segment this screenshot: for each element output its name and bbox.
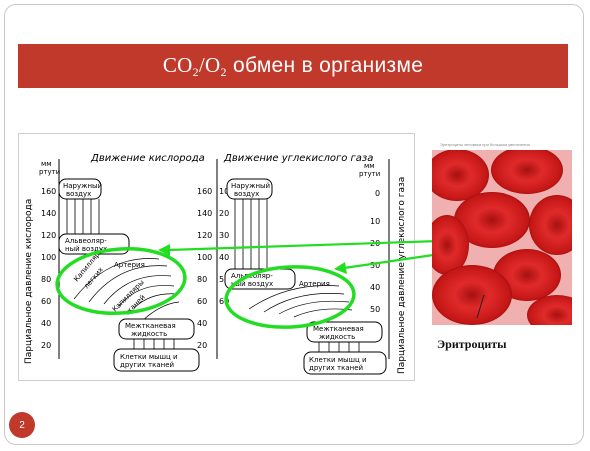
- left-tick: 60: [41, 297, 51, 306]
- left-tick: 20: [41, 341, 51, 350]
- right-box-outer-air-2: воздух: [234, 190, 259, 198]
- left-tick: 100: [41, 253, 56, 262]
- gas-exchange-figure: Движение кислорода Парциальное давление …: [18, 133, 415, 381]
- left-tick: 80: [41, 275, 51, 284]
- right-tick: 50: [370, 305, 380, 314]
- right-tick: 30: [370, 261, 380, 270]
- slide-title-bar: CO2/O2 обмен в организме: [18, 44, 568, 88]
- left-highlight-ellipse: [55, 247, 187, 315]
- left-box-alveolar-1: Альвеоляр-: [65, 237, 107, 245]
- right-box-cells-2: других тканей: [309, 364, 363, 372]
- right-left-tick: 40: [197, 319, 207, 328]
- right-box-alveolar-2: ный воздух: [231, 280, 273, 288]
- left-unit-2: ртути: [39, 168, 60, 176]
- left-box-artery: Артерия: [114, 261, 145, 269]
- right-tick: 20: [370, 239, 380, 248]
- right-tick: 40: [370, 283, 380, 292]
- right-tick: 10: [370, 217, 380, 226]
- right-left-tick: 160: [197, 187, 212, 196]
- right-inner-tick: 30: [219, 231, 229, 240]
- right-unit-2: ртути: [359, 170, 380, 178]
- slide-title: CO2/O2 обмен в организме: [162, 52, 424, 79]
- left-tick: 120: [41, 231, 56, 240]
- red-blood-cells-image: [432, 150, 572, 325]
- right-left-tick: 60: [197, 297, 207, 306]
- left-panel-header: Движение кислорода: [90, 153, 205, 164]
- left-tick: 40: [41, 319, 51, 328]
- left-box-outer-air-2: воздух: [66, 190, 91, 198]
- right-inner-tick: 10: [219, 187, 229, 196]
- right-box-interstitial-2: жидкость: [319, 333, 355, 341]
- right-inner-tick: 50: [219, 275, 229, 284]
- left-box-interstitial-1: Межтканевая: [125, 322, 176, 330]
- left-box-cells-2: других тканей: [120, 361, 174, 369]
- right-box-cells-1: Клетки мышц и: [309, 356, 367, 364]
- red-blood-cells-photo: [432, 150, 572, 325]
- right-axis-title: Парциальное давление углекислого газа: [397, 177, 407, 374]
- left-box-outer-air-1: Наружный: [63, 182, 102, 190]
- photo-caption-top: Эритроциты человека при большом увеличен…: [440, 142, 530, 147]
- right-tick: 0: [375, 189, 380, 198]
- left-box-alveolar-2: ный воздух: [65, 245, 107, 253]
- right-box-artery: Артерия: [299, 280, 330, 288]
- left-box-cells-1: Клетки мышц и: [120, 353, 178, 361]
- left-box-interstitial-2: жидкость: [131, 330, 167, 338]
- right-inner-tick: 40: [219, 253, 229, 262]
- gas-exchange-diagram: Движение кислорода Парциальное давление …: [24, 153, 407, 375]
- right-box-interstitial-1: Межтканевая: [313, 325, 364, 333]
- right-left-tick: 140: [197, 209, 212, 218]
- left-tick: 140: [41, 209, 56, 218]
- right-left-tick: 20: [197, 341, 207, 350]
- right-highlight-ellipse: [224, 265, 356, 329]
- left-axis-title: Парциальное давление кислорода: [24, 199, 34, 364]
- right-box-outer-air-1: Наружный: [231, 182, 270, 190]
- right-left-tick: 120: [197, 231, 212, 240]
- left-tick: 160: [41, 187, 56, 196]
- right-inner-tick: 20: [219, 209, 229, 218]
- page-number-badge: 2: [9, 412, 35, 438]
- right-left-tick: 80: [197, 275, 207, 284]
- erythrocytes-label: Эритроциты: [437, 337, 507, 351]
- right-unit-1: мм: [364, 162, 375, 170]
- left-unit-1: мм: [41, 160, 52, 168]
- right-panel-header: Движение углекислого газа: [223, 153, 373, 164]
- right-left-tick: 100: [197, 253, 212, 262]
- right-inner-tick: 60: [219, 297, 229, 306]
